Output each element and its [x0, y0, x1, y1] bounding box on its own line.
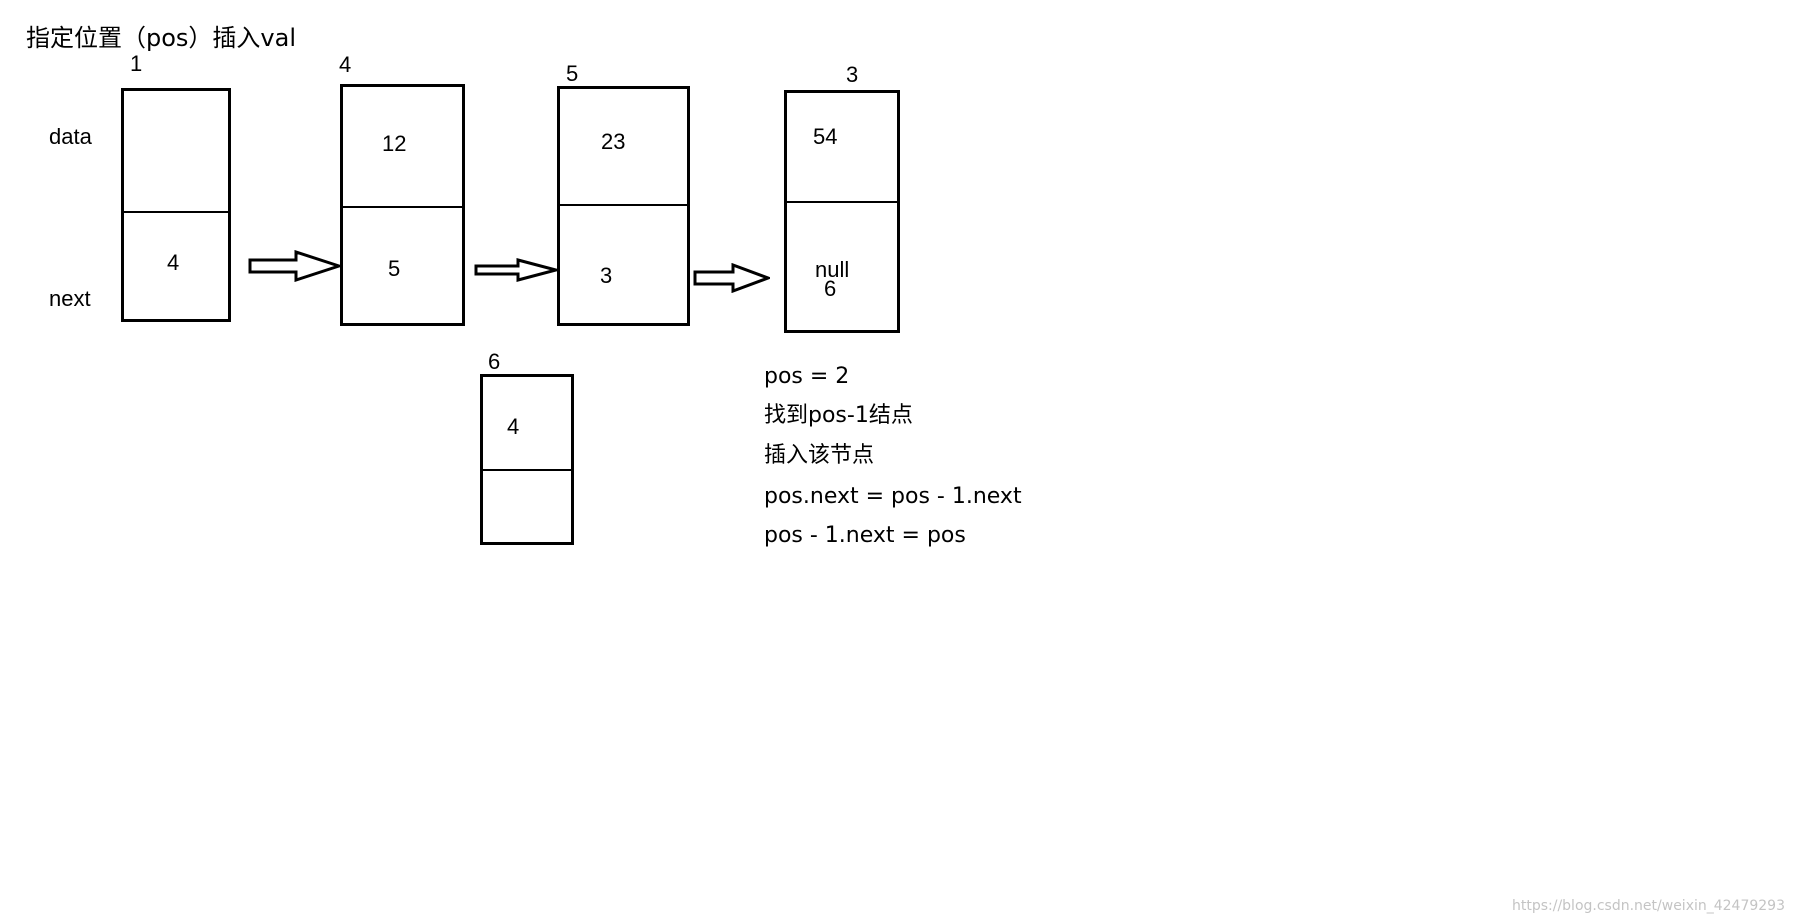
arrow-node-2-to-node-3 — [474, 258, 558, 282]
node-4-box — [784, 90, 900, 333]
row-label-data: data — [49, 124, 92, 149]
node-2-data-value: 12 — [382, 131, 407, 156]
source-watermark: https://blog.csdn.net/weixin_42479293 — [1511, 898, 1785, 914]
node-4-address: 3 — [846, 62, 859, 87]
node-3-divider — [557, 204, 690, 206]
new-node-address: 6 — [488, 349, 501, 374]
row-label-next: next — [49, 286, 91, 311]
note-find-node: 找到pos-1结点 — [764, 403, 913, 428]
arrow-node-1-to-node-2 — [248, 250, 341, 282]
node-1-divider — [121, 211, 231, 213]
node-1-box — [121, 88, 231, 322]
new-node-box — [480, 374, 574, 545]
node-2-next-value: 5 — [388, 256, 401, 281]
diagram-title: 指定位置（pos）插入val — [26, 24, 296, 52]
note-insert-node: 插入该节点 — [764, 443, 875, 468]
note-pos-next-assignment: pos.next = pos - 1.next — [764, 484, 1022, 509]
node-3-address: 5 — [566, 61, 579, 86]
node-4-data-value: 54 — [813, 124, 838, 149]
node-2-address: 4 — [339, 52, 352, 77]
note-pos-value: pos = 2 — [764, 364, 850, 389]
arrow-node-3-to-node-4 — [693, 263, 770, 293]
new-node-divider — [480, 469, 574, 471]
node-4-next-overwrite: 6 — [824, 276, 837, 301]
node-1-address: 1 — [130, 51, 143, 76]
node-1-next-value: 4 — [167, 250, 180, 275]
node-3-box — [557, 86, 690, 326]
node-2-divider — [340, 206, 465, 208]
node-4-next-null: null — [815, 257, 850, 282]
node-3-data-value: 23 — [601, 129, 626, 154]
note-prev-next-assignment: pos - 1.next = pos — [764, 523, 966, 548]
node-2-box — [340, 84, 465, 326]
node-4-divider — [784, 201, 900, 203]
new-node-data-value: 4 — [507, 414, 520, 439]
node-3-next-value: 3 — [600, 263, 613, 288]
